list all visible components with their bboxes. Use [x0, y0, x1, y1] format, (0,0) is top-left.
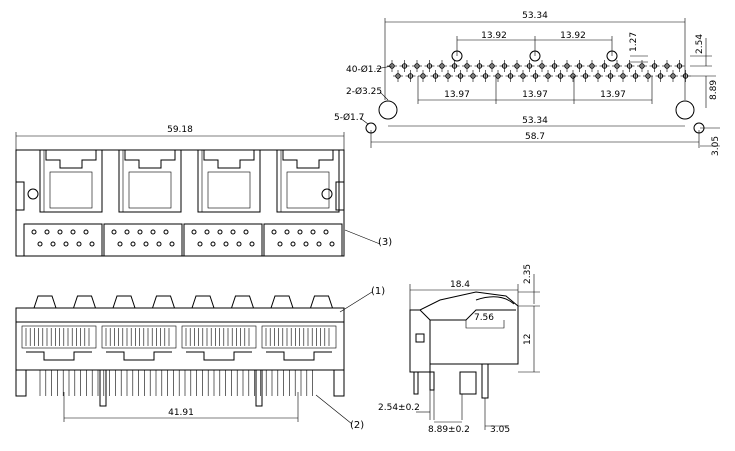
label-mount: 2-Ø3.25: [346, 86, 382, 97]
dim-top-width: 53.34: [522, 11, 548, 21]
latch-tab: [152, 295, 175, 309]
dim-13-97-a: 13.97: [444, 90, 470, 100]
dim-pitch-a: 13.92: [481, 31, 507, 41]
contact-block: [183, 223, 263, 257]
dim-bottom-53-34: 53.34: [522, 116, 548, 126]
dim-7-56: 7.56: [474, 313, 494, 323]
dim-13-97-c: 13.97: [600, 90, 626, 100]
contact-block: [103, 223, 183, 257]
port-opening: [118, 149, 182, 213]
front-view: 59.18 (3): [15, 125, 392, 257]
dim-3-05-side: 3.05: [490, 425, 510, 435]
dim-8-89-tol: 8.89±0.2: [428, 425, 470, 435]
dim-41-91: 41.91: [168, 408, 194, 418]
latch-tab: [112, 295, 136, 309]
dim-18-4: 18.4: [450, 280, 470, 290]
latch-tab: [33, 295, 57, 309]
dim-2-54-tol: 2.54±0.2: [378, 403, 420, 413]
contact-block: [263, 223, 343, 257]
dim-8-89: 8.89: [709, 80, 719, 100]
dim-59-18: 59.18: [167, 125, 193, 135]
side-view: 18.4 2.35 7.56 12 2.54±0.2 8.89±0.2 3.05: [378, 264, 540, 435]
label-pins: 40-Ø1.2: [346, 64, 382, 75]
dim-3-05: 3.05: [711, 136, 721, 156]
latch-tab: [231, 295, 254, 309]
dim-2-35: 2.35: [523, 264, 533, 284]
pcb-footprint-view: 53.34 13.92 13.92 1.27 2.54 8.89 40-Ø1.2…: [334, 11, 721, 156]
callout-1: (1): [371, 286, 385, 297]
dim-pitch-b: 13.92: [560, 31, 586, 41]
dim-12: 12: [523, 334, 533, 345]
dim-1-27: 1.27: [629, 32, 639, 52]
port-opening: [276, 149, 340, 213]
callout-2: (2): [350, 420, 364, 431]
dim-13-97-b: 13.97: [522, 90, 548, 100]
callout-3: (3): [378, 237, 392, 248]
label-small-holes: 5-Ø1.7: [334, 112, 364, 123]
port-opening: [197, 149, 261, 213]
latch-tab: [310, 295, 333, 309]
contact-block: [23, 223, 103, 257]
latch-tab: [270, 295, 294, 309]
dim-2-54: 2.54: [695, 34, 705, 54]
dim-58-7: 58.7: [525, 132, 545, 142]
bottom-view: (1) (2) 41.91: [15, 286, 385, 431]
latch-tab: [73, 295, 96, 309]
latch-tab: [191, 295, 215, 309]
port-opening: [39, 149, 103, 213]
